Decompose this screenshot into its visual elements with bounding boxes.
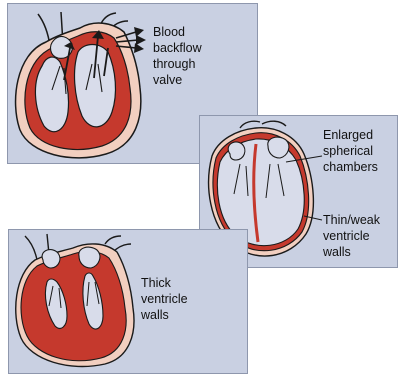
- arrowhead-icon: [136, 35, 146, 45]
- atrium-chamber: [268, 137, 289, 158]
- heart-muscle-thick: [21, 251, 126, 360]
- atrium-chamber: [42, 250, 60, 268]
- atrium-chamber: [228, 142, 245, 160]
- thickened-panel: Thick ventricle walls: [8, 229, 248, 374]
- backflow-label: Blood backflow through valve: [153, 24, 253, 88]
- thick-walls-label: Thick ventricle walls: [141, 275, 221, 323]
- vessel-line: [262, 121, 286, 126]
- enlarged-chambers-label: Enlarged spherical chambers: [323, 127, 395, 175]
- vessel-line: [240, 121, 260, 128]
- thin-walls-label: Thin/weak ventricle walls: [323, 212, 395, 260]
- arrowhead-icon: [134, 27, 144, 37]
- arrowhead-icon: [134, 43, 144, 53]
- vessel-line: [105, 236, 121, 244]
- vessel-line: [25, 236, 37, 260]
- atrium-chamber: [79, 247, 100, 268]
